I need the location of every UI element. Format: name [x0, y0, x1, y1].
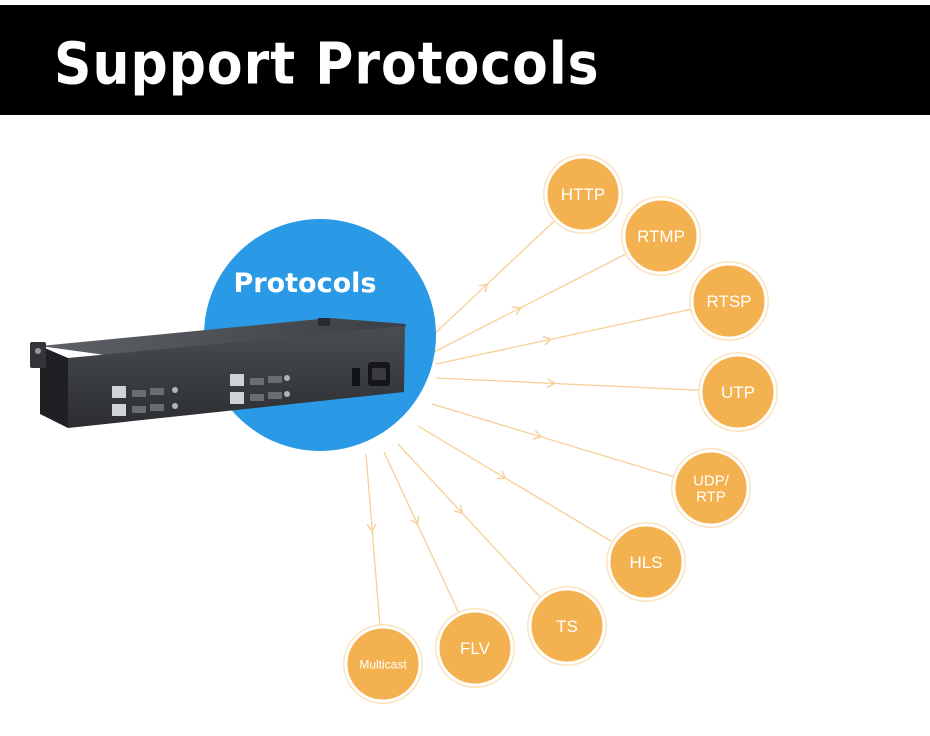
- arrow-head-icon: [478, 283, 489, 293]
- power-switch: [352, 368, 360, 386]
- video-port: [150, 404, 164, 411]
- protocol-node-multicast: Multicast: [343, 624, 423, 704]
- hub-label: Protocols: [234, 268, 377, 299]
- connector-line-multicast: [365, 453, 381, 626]
- protocol-node-rtsp: RTSP: [689, 261, 769, 341]
- arrow-head-icon: [497, 470, 507, 480]
- connector-line-http: [431, 220, 556, 337]
- protocol-label-hls: HLS: [629, 553, 662, 572]
- protocol-node-ts: TS: [527, 586, 607, 666]
- port-group-2: [230, 374, 290, 404]
- node-circle: [699, 353, 777, 431]
- protocol-node-http: HTTP: [543, 154, 623, 234]
- connector-line-hls: [417, 425, 613, 543]
- arrow-head-icon: [410, 515, 420, 526]
- node-circle: [672, 449, 750, 527]
- ethernet-port: [230, 392, 244, 404]
- arrow-head-icon: [542, 335, 552, 346]
- protocol-label-udp-rtp: RTP: [696, 488, 726, 505]
- protocol-node-utp: UTP: [698, 352, 778, 432]
- protocol-label-rtsp: RTSP: [706, 292, 751, 311]
- protocol-label-http: HTTP: [561, 185, 605, 204]
- video-port: [250, 378, 264, 385]
- node-circle: [344, 625, 422, 703]
- rack-ear-right: [318, 318, 330, 326]
- connector-line-ts: [397, 443, 541, 598]
- ethernet-port: [112, 386, 126, 398]
- video-port: [132, 390, 146, 397]
- arrow-head-icon: [366, 523, 377, 533]
- header-bar: Support Protocols: [0, 5, 930, 115]
- protocol-nodes: HTTP RTMP RTSP UTP UDP/RTP HLS TS FLV Multicast: [343, 154, 778, 704]
- protocol-label-rtmp: RTMP: [637, 227, 685, 246]
- connector-line-rtsp: [435, 308, 692, 365]
- connector-line-flv: [383, 451, 460, 613]
- rack-ear-left: [30, 342, 46, 368]
- protocol-node-udp-rtp: UDP/RTP: [671, 448, 751, 528]
- power-socket-inner: [372, 368, 386, 380]
- arrow-head-icon: [453, 504, 463, 514]
- video-port: [132, 406, 146, 413]
- encoder-device-icon: [30, 318, 406, 428]
- video-port: [268, 376, 282, 383]
- audio-jack: [172, 387, 178, 393]
- rack-ear-hole: [35, 348, 41, 354]
- device-top-panel: [40, 318, 406, 357]
- protocol-node-rtmp: RTMP: [621, 196, 701, 276]
- page-title: Support Protocols: [54, 31, 600, 99]
- connector-lines: [365, 220, 700, 626]
- protocol-label-udp-rtp: UDP/: [693, 473, 730, 490]
- video-port: [250, 394, 264, 401]
- ethernet-port: [112, 404, 126, 416]
- arrow-head-icon: [512, 306, 522, 316]
- protocol-label-ts: TS: [556, 617, 578, 636]
- connector-line-utp: [435, 377, 700, 391]
- arrow-head-icon: [532, 429, 542, 440]
- arrow-head-icon: [546, 378, 556, 389]
- audio-jack: [284, 375, 290, 381]
- node-circle: [528, 587, 606, 665]
- device-left-side: [40, 346, 68, 428]
- port-group-1: [112, 386, 178, 416]
- video-port: [268, 392, 282, 399]
- protocol-label-flv: FLV: [460, 639, 491, 658]
- node-circle: [544, 155, 622, 233]
- node-circle: [690, 262, 768, 340]
- connector-line-udp-rtp: [431, 403, 674, 478]
- audio-jack: [284, 391, 290, 397]
- protocol-node-flv: FLV: [435, 608, 515, 688]
- node-circle: [622, 197, 700, 275]
- video-port: [150, 388, 164, 395]
- node-circle: [607, 523, 685, 601]
- protocol-node-hls: HLS: [606, 522, 686, 602]
- protocol-label-utp: UTP: [721, 383, 755, 402]
- connector-line-rtmp: [433, 253, 627, 353]
- node-circle: [436, 609, 514, 687]
- protocol-label-multicast: Multicast: [359, 657, 407, 671]
- audio-jack: [172, 403, 178, 409]
- ethernet-port: [230, 374, 244, 386]
